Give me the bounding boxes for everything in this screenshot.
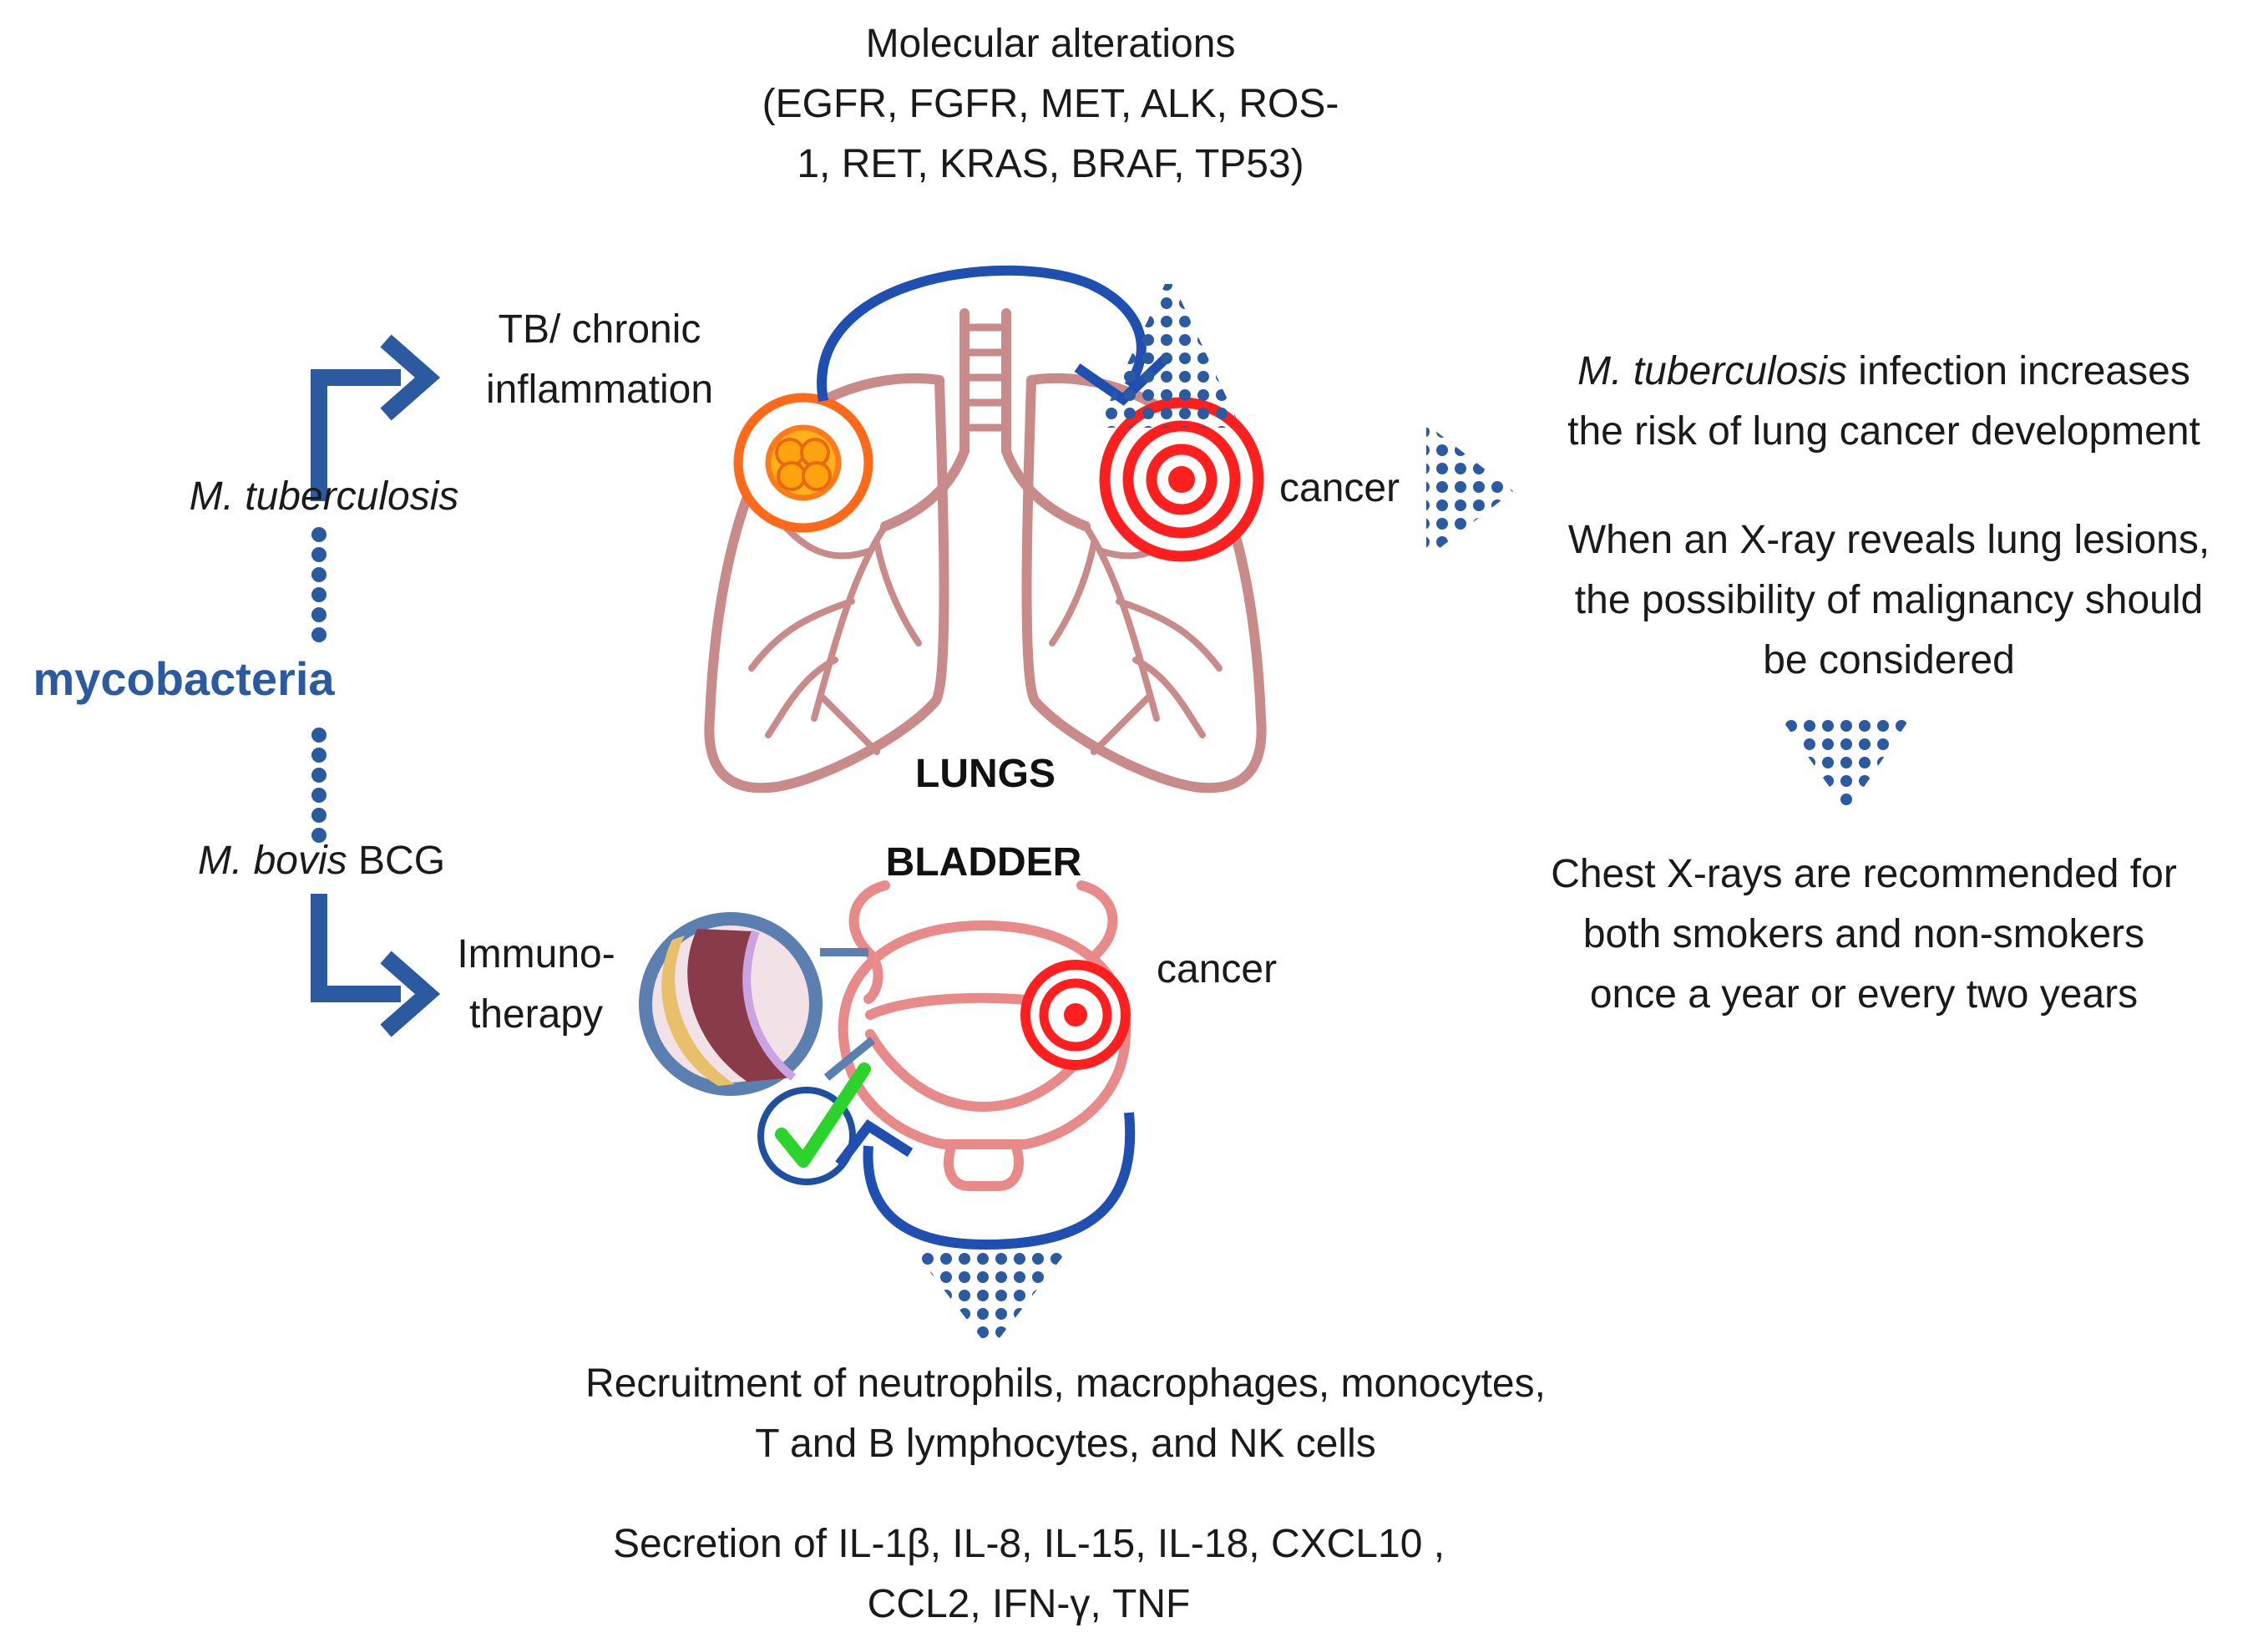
recruitment-dot-cluster [915, 1253, 1066, 1350]
bcg-label-plain: BCG [347, 839, 445, 883]
mycobacteria-dotted-connector [311, 527, 327, 843]
lungs-label: LUNGS [915, 752, 1056, 796]
tb-lesion-icon [733, 393, 873, 533]
tissue-magnifier-icon [639, 912, 876, 1096]
recruitment-text-line-2: T and B lymphocytes, and NK cells [755, 1422, 1375, 1466]
risk-text-line-2: the risk of lung cancer development [1567, 409, 2200, 454]
mycobacteria-label: mycobacteria [33, 652, 335, 705]
risk-text-italic: M. tuberculosis [1577, 349, 1847, 393]
secretion-text-line-1: Secretion of IL-1β, IL-8, IL-15, IL-18, … [613, 1522, 1445, 1566]
immuno-label-line-1: Immuno- [457, 932, 615, 976]
xray-text-line-3: be considered [1763, 638, 2015, 682]
bcg-label: M. bovis BCG [198, 839, 445, 883]
immuno-label-line-2: therapy [469, 992, 603, 1037]
chest-text-line-2: both smokers and non-smokers [1583, 912, 2144, 956]
lung-cancer-label: cancer [1279, 466, 1400, 510]
risk-text-rest: infection increases [1847, 349, 2190, 393]
chest-text-line-1: Chest X-rays are recommended for [1551, 852, 2177, 896]
chest-text-line-3: once a year or every two years [1590, 972, 2138, 1017]
molecular-genes-line-1: (EGFR, FGFR, MET, ALK, ROS- [762, 82, 1339, 126]
bladder-label: BLADDER [886, 840, 1082, 885]
immune-response-arrow [835, 1112, 1136, 1250]
left-bronchioles [748, 515, 922, 755]
bcg-branch-arrow [311, 894, 441, 1037]
mtb-label: M. tuberculosis [190, 474, 459, 519]
bladder-inner-lower [865, 1029, 1103, 1112]
dotted-down-arrow [1782, 720, 1909, 812]
trachea-rings [964, 323, 1006, 432]
risk-text-line-1: M. tuberculosis infection increases [1577, 349, 2190, 393]
dotted-right-arrow [1426, 428, 1513, 555]
molecular-dot-cluster [1097, 284, 1241, 428]
tb-label-line-2: inflammation [486, 368, 713, 412]
secretion-text-line-2: CCL2, IFN-γ, TNF [868, 1582, 1191, 1626]
molecular-genes-line-2: 1, RET, KRAS, BRAF, TP53) [797, 142, 1304, 186]
success-check-icon [757, 1062, 871, 1185]
xray-text-line-2: the possibility of malignancy should [1575, 578, 2203, 622]
xray-text-line-1: When an X-ray reveals lung lesions, [1568, 518, 2210, 562]
bladder-cancer-label: cancer [1157, 947, 1277, 991]
recruitment-text-line-1: Recruitment of neutrophils, macrophages,… [585, 1362, 1546, 1406]
bladder-cancer-target-icon [1020, 960, 1131, 1070]
molecular-title: Molecular alterations [866, 22, 1236, 66]
trachea [959, 308, 1011, 456]
bcg-label-italic: M. bovis [198, 839, 347, 883]
bronchi [880, 446, 1091, 531]
mtb-branch-arrow [311, 334, 441, 501]
urethra [944, 1139, 1024, 1191]
tb-label-line-1: TB/ chronic [499, 307, 701, 352]
